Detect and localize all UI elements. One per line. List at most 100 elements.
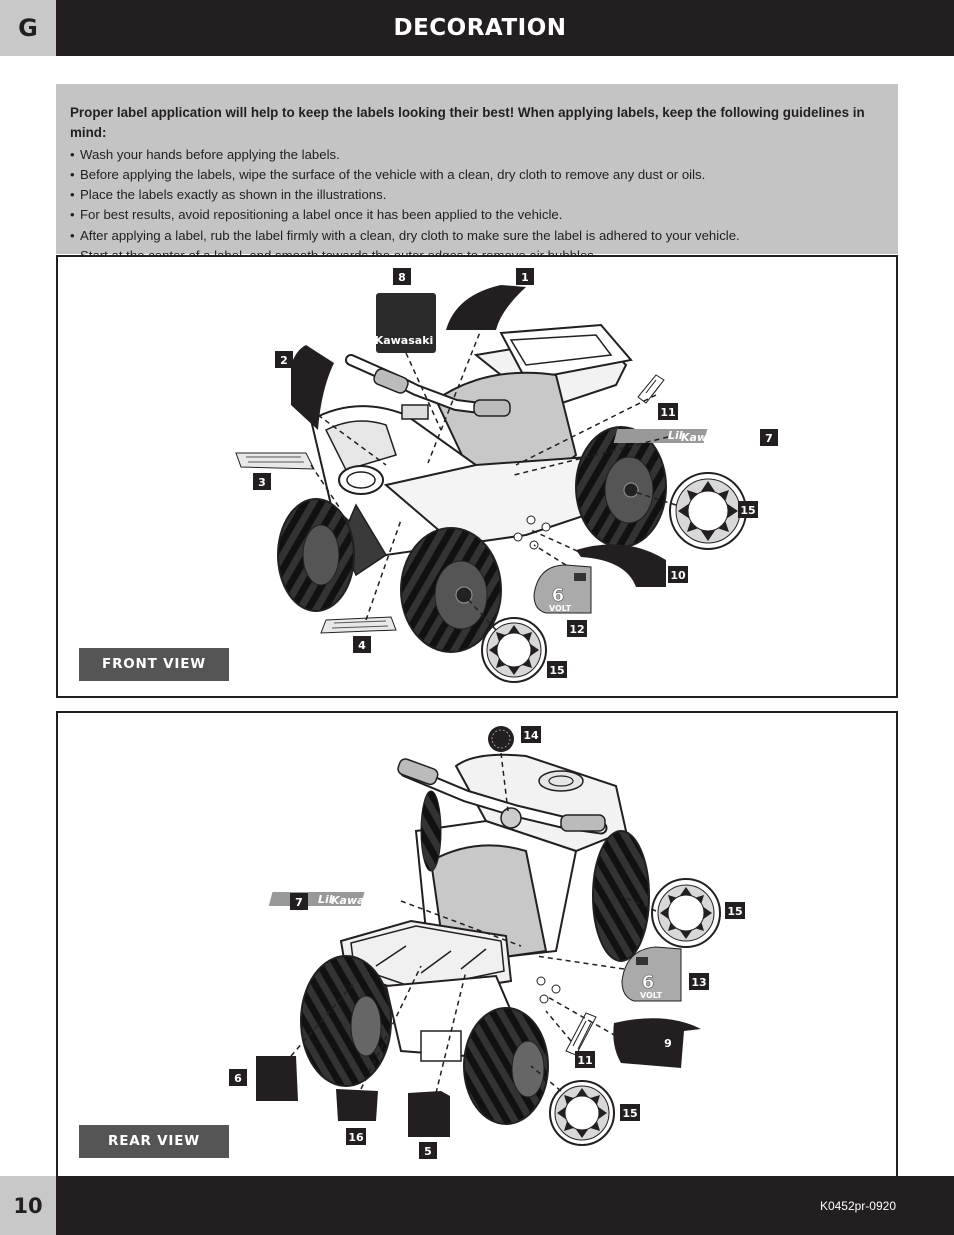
guidelines-intro: Proper label application will help to ke… xyxy=(70,105,865,141)
page-header: G DECORATION xyxy=(0,0,954,56)
svg-text:9: 9 xyxy=(664,1037,672,1050)
decal-15-hubcap-lower xyxy=(481,617,547,683)
decal-15-hubcap-upper xyxy=(669,472,747,550)
svg-text:15: 15 xyxy=(549,664,564,677)
svg-text:13: 13 xyxy=(691,976,706,989)
svg-text:6: 6 xyxy=(552,585,565,606)
front-view-label: FRONT VIEW xyxy=(79,648,229,681)
svg-text:Kawasaki: Kawasaki xyxy=(681,431,740,444)
callout-16: 16 xyxy=(346,1128,366,1145)
svg-text:VOLT: VOLT xyxy=(549,604,572,613)
svg-text:Lil: Lil xyxy=(318,893,333,906)
svg-text:3: 3 xyxy=(258,476,266,489)
callout-7-rear: 7 xyxy=(290,893,308,910)
callout-9: 9 xyxy=(659,1034,677,1051)
callout-1: 1 xyxy=(516,268,534,285)
svg-text:4: 4 xyxy=(358,639,366,652)
callout-11: 11 xyxy=(658,403,678,420)
rear-body-front-wheel xyxy=(420,790,442,872)
callout-15-lower: 15 xyxy=(547,661,567,678)
decal-14-speedometer xyxy=(488,726,514,752)
guideline-item: For best results, avoid repositioning a … xyxy=(70,205,884,226)
callout-6: 6 xyxy=(229,1069,247,1086)
decal-6 xyxy=(256,1056,298,1101)
decal-7-kawasaki-logo: Lil Kawasaki xyxy=(613,429,740,444)
svg-text:VOLT: VOLT xyxy=(640,991,663,1000)
svg-text:Lil: Lil xyxy=(668,429,683,442)
decal-5 xyxy=(408,1091,450,1137)
svg-text:Kawasaki: Kawasaki xyxy=(331,894,390,907)
svg-text:15: 15 xyxy=(740,504,755,517)
callout-11-rear: 11 xyxy=(575,1051,595,1068)
front-view-panel: Kawasaki Lil Kawasaki xyxy=(56,255,898,698)
leader-lines xyxy=(310,316,677,631)
page-footer: 10 K0452pr-0920 xyxy=(0,1176,954,1235)
decal-8-kawasaki-pad: Kawasaki xyxy=(375,293,436,353)
svg-text:14: 14 xyxy=(523,729,539,742)
svg-text:Kawasaki: Kawasaki xyxy=(375,334,434,347)
front-right-wheel xyxy=(400,527,502,653)
decal-11-kfx-rear xyxy=(565,1012,597,1056)
callout-12: 12 xyxy=(567,620,587,637)
callout-13: 13 xyxy=(689,973,709,990)
decal-7-kawasaki-logo-rear: Lil Kawasaki xyxy=(268,892,390,907)
svg-text:1: 1 xyxy=(521,271,529,284)
guidelines-box: Proper label application will help to ke… xyxy=(56,84,898,263)
decal-12-6volt: 6 VOLT xyxy=(533,564,592,614)
svg-text:16: 16 xyxy=(348,1131,364,1144)
guideline-item: Before applying the labels, wipe the sur… xyxy=(70,165,884,186)
callout-10: 10 xyxy=(668,566,688,583)
rear-right-wheel xyxy=(575,426,667,548)
svg-text:11: 11 xyxy=(577,1054,592,1067)
callout-7: 7 xyxy=(760,429,778,446)
svg-text:6: 6 xyxy=(642,972,655,993)
atv-rear-handlebar xyxy=(397,758,608,835)
callout-15-rear-upper: 15 xyxy=(725,902,745,919)
page-number: 10 xyxy=(0,1176,56,1235)
svg-text:5: 5 xyxy=(424,1145,432,1158)
atv-handlebar xyxy=(345,354,511,420)
decal-13-6volt: 6 VOLT xyxy=(621,946,682,1002)
decal-2 xyxy=(291,345,334,430)
guidelines-list: Wash your hands before applying the labe… xyxy=(70,145,884,267)
rear-view-illustration: Lil Kawasaki 6 VOLT xyxy=(229,726,745,1159)
callout-5: 5 xyxy=(419,1142,437,1159)
svg-text:8: 8 xyxy=(398,271,406,284)
rear-left-wheel xyxy=(300,955,392,1087)
rear-right-wheel-rear xyxy=(463,1007,549,1125)
guideline-item-text: After applying a label, rub the label fi… xyxy=(80,227,740,243)
front-left-wheel xyxy=(277,498,355,612)
decal-15-hubcap-rear-upper xyxy=(651,878,721,948)
decal-1 xyxy=(446,285,526,330)
decal-9 xyxy=(613,1018,701,1068)
svg-text:6: 6 xyxy=(234,1072,242,1085)
language-tab: G xyxy=(0,0,56,56)
page-title: DECORATION xyxy=(393,15,567,41)
decal-3-headlight xyxy=(235,452,315,470)
decal-11-kfx xyxy=(637,374,665,404)
callout-15-upper: 15 xyxy=(738,501,758,518)
svg-text:15: 15 xyxy=(622,1107,637,1120)
svg-text:11: 11 xyxy=(660,406,675,419)
callout-15-rear-lower: 15 xyxy=(620,1104,640,1121)
decal-10 xyxy=(576,544,666,587)
svg-text:2: 2 xyxy=(280,354,288,367)
rear-view-panel: Lil Kawasaki 6 VOLT xyxy=(56,711,898,1181)
svg-text:15: 15 xyxy=(727,905,742,918)
callout-8: 8 xyxy=(393,268,411,285)
decal-15-hubcap-rear-lower xyxy=(549,1080,615,1146)
guideline-item: Place the labels exactly as shown in the… xyxy=(70,185,884,206)
callout-4: 4 xyxy=(353,636,371,653)
document-code: K0452pr-0920 xyxy=(819,1199,896,1213)
callout-3: 3 xyxy=(253,473,271,490)
svg-text:10: 10 xyxy=(670,569,686,582)
rear-view-label: REAR VIEW xyxy=(79,1125,229,1158)
callout-14: 14 xyxy=(521,726,541,743)
svg-text:12: 12 xyxy=(569,623,584,636)
svg-text:7: 7 xyxy=(295,896,303,909)
callout-2: 2 xyxy=(275,351,293,368)
svg-text:7: 7 xyxy=(765,432,773,445)
leader-lines-rear xyxy=(290,752,657,1094)
decal-4-headlight xyxy=(320,616,397,634)
guideline-item: Wash your hands before applying the labe… xyxy=(70,145,884,166)
